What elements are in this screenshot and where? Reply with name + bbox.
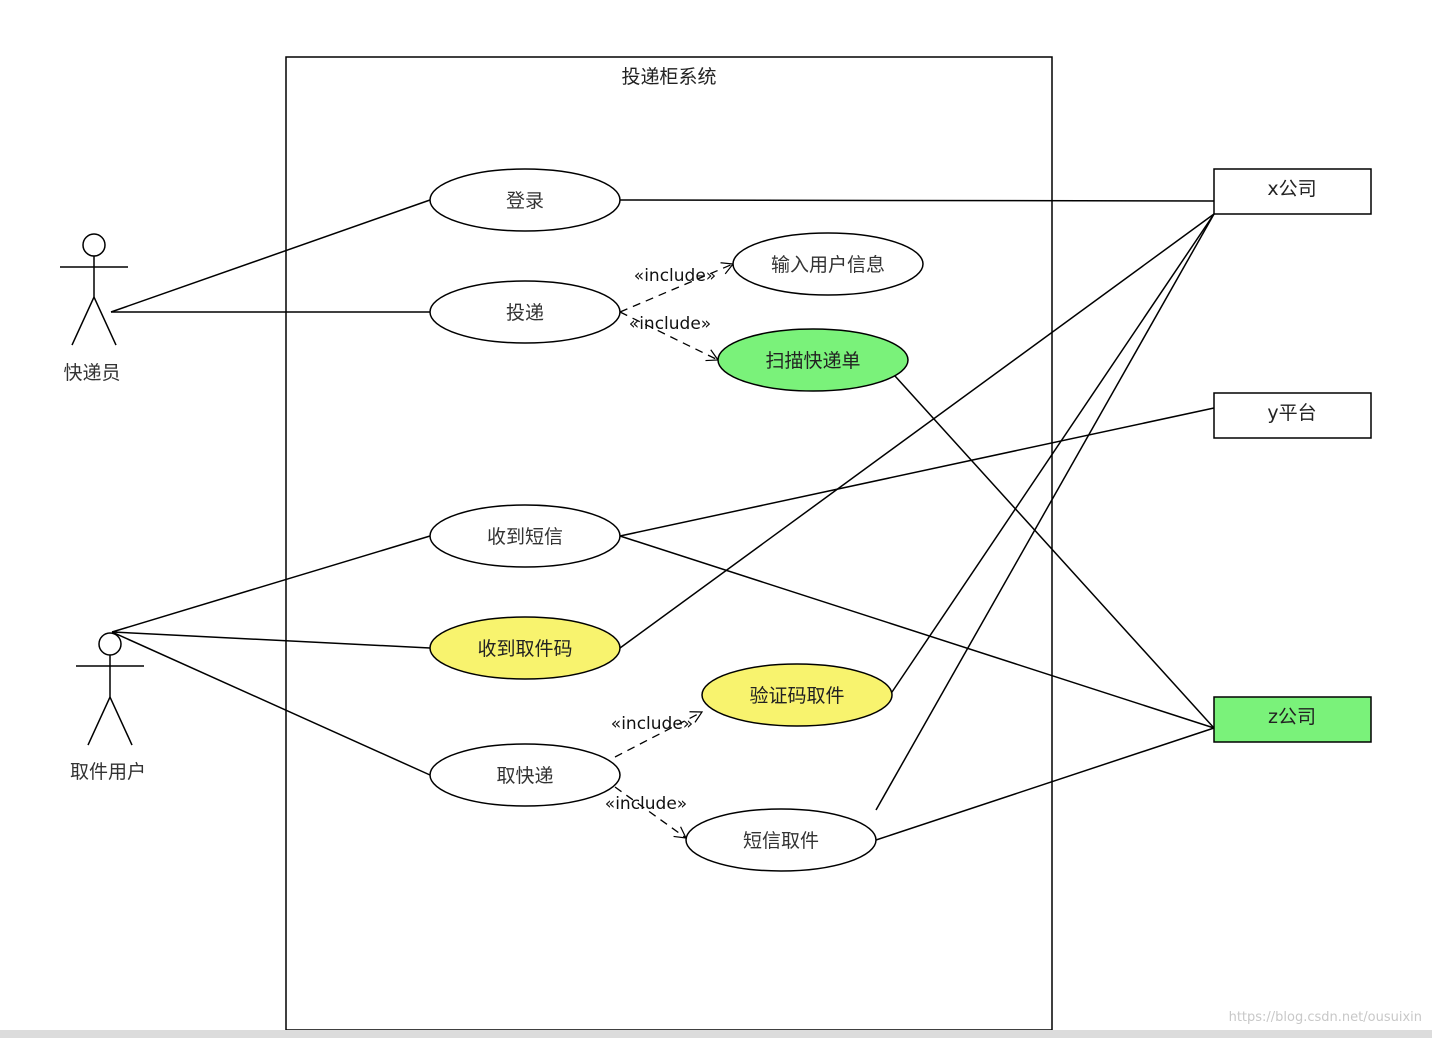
- use-case-code-pickup-label: 验证码取件: [749, 685, 844, 707]
- use-case-receive-pickup-code-label: 收到取件码: [477, 638, 572, 660]
- bottom-scroll-bar: [0, 1030, 1432, 1038]
- external-x-company-label: x公司: [1267, 178, 1316, 200]
- actor-courier-label: 快递员: [63, 362, 120, 384]
- assoc-receive-sms-y: [619, 407, 1215, 537]
- use-case-input-user-info[interactable]: 输入用户信息: [732, 232, 924, 296]
- external-z-company-label: z公司: [1268, 706, 1316, 728]
- include-label-2: «include»: [629, 314, 711, 334]
- assoc-user-receive-sms: [111, 535, 431, 633]
- actor-courier[interactable]: [60, 233, 128, 346]
- system-boundary: [285, 56, 1053, 1031]
- system-title: 投递柜系统: [621, 66, 716, 88]
- use-case-receive-sms[interactable]: 收到短信: [429, 504, 621, 568]
- actor-pickup-user-head-icon: [98, 632, 122, 656]
- assoc-user-receive-code: [111, 631, 431, 649]
- assoc-scan-z: [894, 375, 1215, 729]
- use-case-input-user-info-label: 输入用户信息: [771, 254, 885, 276]
- external-y-platform-label: y平台: [1267, 402, 1316, 424]
- use-case-receive-pickup-code[interactable]: 收到取件码: [429, 616, 621, 680]
- include-label-1: «include»: [634, 266, 716, 286]
- include-label-3: «include»: [611, 714, 693, 734]
- include-deliver-scan: [619, 311, 720, 362]
- assoc-code-pickup-x: [889, 213, 1215, 696]
- assoc-sms-pickup-z: [875, 727, 1215, 841]
- use-case-login[interactable]: 登录: [429, 168, 621, 232]
- use-case-scan-waybill-label: 扫描快递单: [765, 350, 860, 372]
- actor-pickup-user[interactable]: [76, 632, 144, 746]
- include-dependencies: [614, 262, 735, 839]
- assoc-receive-sms-z: [619, 535, 1215, 729]
- actor-pickup-user-label: 取件用户: [70, 761, 146, 783]
- use-case-deliver[interactable]: 投递: [429, 280, 621, 344]
- external-y-platform[interactable]: y平台: [1213, 392, 1372, 439]
- include-deliver-input: [619, 262, 735, 313]
- assoc-receive-code-x: [619, 213, 1215, 649]
- include-label-4: «include»: [605, 794, 687, 814]
- use-case-pickup-label: 取快递: [496, 765, 553, 787]
- include-pickup-sms: [614, 786, 688, 839]
- use-case-sms-pickup[interactable]: 短信取件: [685, 808, 877, 872]
- watermark: https://blog.csdn.net/ousuixin: [1228, 1010, 1422, 1025]
- external-x-company[interactable]: x公司: [1213, 168, 1372, 215]
- use-case-deliver-label: 投递: [506, 302, 544, 324]
- actor-courier-head-icon: [82, 233, 106, 257]
- use-case-receive-sms-label: 收到短信: [487, 526, 563, 548]
- assoc-courier-login: [110, 199, 431, 313]
- use-case-pickup[interactable]: 取快递: [429, 743, 621, 807]
- associations: [110, 199, 1215, 841]
- assoc-sms-pickup-x: [875, 213, 1215, 811]
- use-case-login-label: 登录: [506, 190, 544, 212]
- use-case-scan-waybill[interactable]: 扫描快递单: [717, 328, 909, 392]
- assoc-user-pickup: [111, 631, 431, 776]
- use-case-code-pickup[interactable]: 验证码取件: [701, 663, 893, 727]
- include-labels: «include» «include» «include» «include»: [605, 266, 716, 814]
- assoc-login-x: [619, 199, 1215, 202]
- use-case-sms-pickup-label: 短信取件: [743, 830, 819, 852]
- include-pickup-code: [614, 711, 704, 758]
- external-z-company[interactable]: z公司: [1213, 696, 1372, 743]
